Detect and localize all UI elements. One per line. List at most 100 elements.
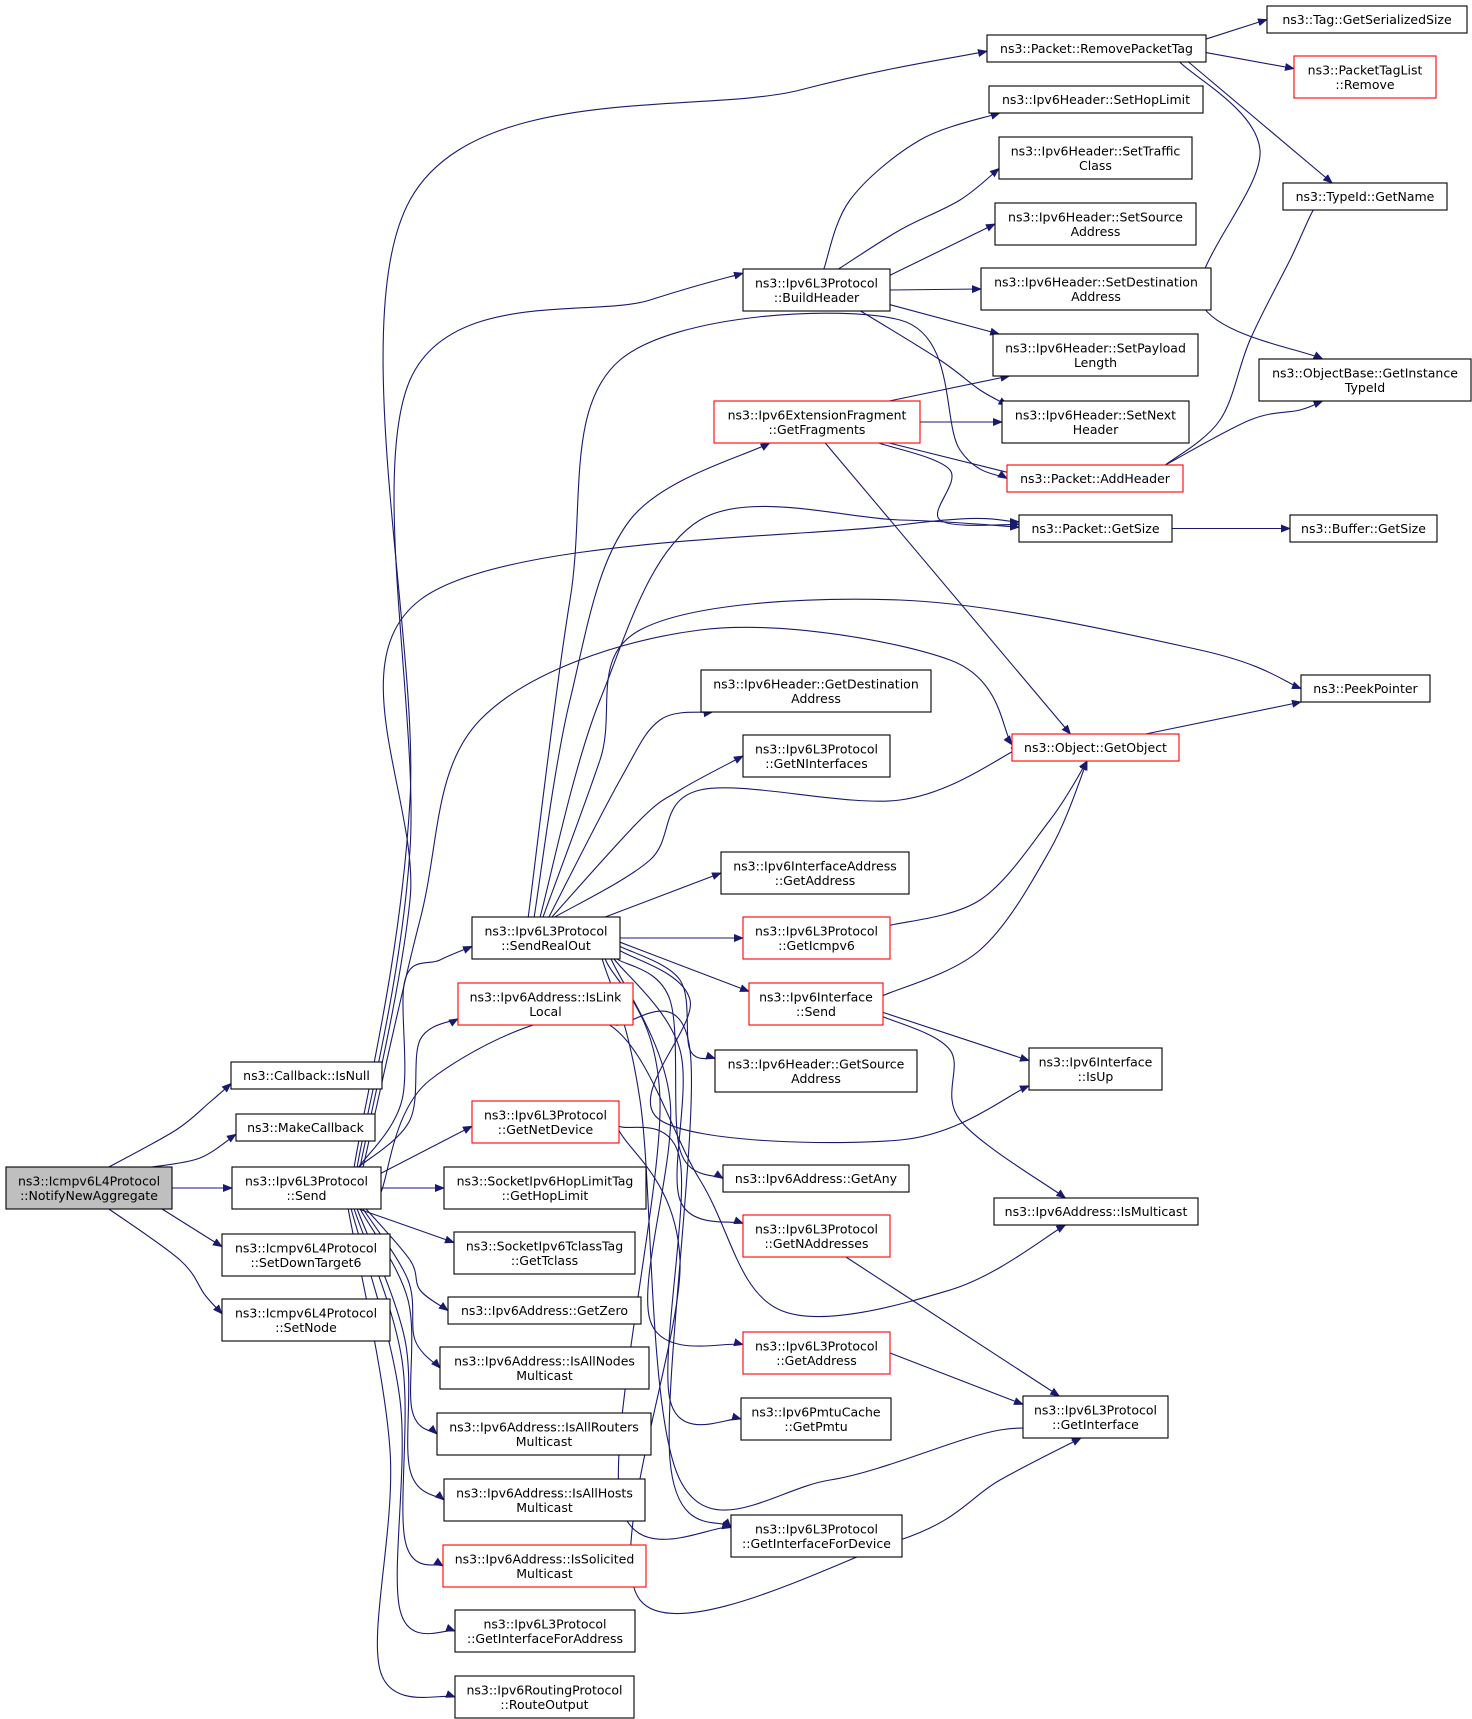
node-label-line: Multicast — [516, 1500, 573, 1515]
call-edge-sendreal-to-peek — [542, 598, 1302, 918]
call-edge-rmtag-to-typename — [1188, 61, 1333, 184]
node-box — [447, 1296, 642, 1325]
node-setnode[interactable]: ns3::Icmpv6L4Protocol::SetNode — [221, 1298, 391, 1342]
node-getzero[interactable]: ns3::Ipv6Address::GetZero — [447, 1296, 642, 1325]
node-root[interactable]: ns3::Icmpv6L4Protocol::NotifyNewAggregat… — [5, 1166, 173, 1210]
node-ifsend[interactable]: ns3::Ipv6Interface::Send — [748, 982, 884, 1026]
node-tclass[interactable]: ns3::SocketIpv6TclassTag::GetTclass — [453, 1231, 636, 1275]
node-label-line: TypeId — [1344, 380, 1385, 395]
call-edge-addhdr-to-insttype — [1165, 400, 1324, 466]
node-label-line: ::Send — [796, 1004, 836, 1019]
node-label-line: ns3::Callback::IsNull — [243, 1068, 370, 1083]
node-getfrag[interactable]: ns3::Ipv6ExtensionFragment::GetFragments — [713, 400, 921, 444]
node-box — [730, 1514, 903, 1558]
call-edge-ifsend-to-getobj — [882, 760, 1088, 997]
call-edge-rmtag-to-ptlremove — [1205, 52, 1295, 71]
node-rmtag[interactable]: ns3::Packet::RemovePacketTag — [986, 34, 1207, 63]
node-buildhdr[interactable]: ns3::Ipv6L3Protocol::BuildHeader — [742, 268, 891, 312]
node-box — [221, 1233, 391, 1277]
call-edge-l3send-to-tclass — [358, 1208, 455, 1244]
node-typename[interactable]: ns3::TypeId::GetName — [1282, 182, 1448, 211]
node-cb_isnull[interactable]: ns3::Callback::IsNull — [230, 1061, 383, 1090]
call-edge-l3send-to-pktsize — [359, 517, 1020, 1168]
node-label-line: ns3::SocketIpv6HopLimitTag — [457, 1173, 634, 1188]
node-getnif[interactable]: ns3::Ipv6L3Protocol::GetNInterfaces — [742, 734, 891, 778]
call-edge-sendreal-to-ifaddr — [605, 872, 722, 918]
call-edge-l3send-to-getobj — [362, 626, 1013, 1168]
node-ptlremove[interactable]: ns3::PacketTagList::Remove — [1293, 55, 1437, 99]
node-box — [442, 1544, 647, 1588]
node-label-line: ::RouteOutput — [500, 1697, 588, 1712]
node-label-line: ns3::Ipv6Address::GetAny — [735, 1171, 898, 1186]
node-ismc[interactable]: ns3::Ipv6Address::IsMulticast — [993, 1197, 1199, 1226]
node-box — [443, 1478, 646, 1522]
node-label-line: ns3::Icmpv6L4Protocol — [18, 1173, 160, 1188]
node-box — [740, 1397, 892, 1441]
node-tagsize[interactable]: ns3::Tag::GetSerializedSize — [1266, 5, 1468, 34]
call-edge-getfrag-to-getobj — [824, 442, 1072, 735]
node-peek[interactable]: ns3::PeekPointer — [1300, 674, 1431, 703]
node-label-line: ::GetNetDevice — [498, 1122, 594, 1137]
node-label-line: Header — [1073, 422, 1119, 437]
node-getobj[interactable]: ns3::Object::GetObject — [1011, 733, 1180, 762]
call-edge-islink-to-iffordev — [615, 1010, 732, 1529]
node-addhdr[interactable]: ns3::Packet::AddHeader — [1006, 464, 1184, 493]
node-box — [457, 982, 634, 1026]
node-box — [443, 1166, 647, 1210]
node-setdown[interactable]: ns3::Icmpv6L4Protocol::SetDownTarget6 — [221, 1233, 391, 1277]
node-iffordev[interactable]: ns3::Ipv6L3Protocol::GetInterfaceForDevi… — [730, 1514, 903, 1558]
node-getaddr[interactable]: ns3::Ipv6L3Protocol::GetAddress — [742, 1331, 891, 1375]
node-getnetdev[interactable]: ns3::Ipv6L3Protocol::GetNetDevice — [471, 1100, 620, 1144]
node-ifaddr[interactable]: ns3::Ipv6InterfaceAddress::GetAddress — [720, 851, 910, 895]
node-l3send[interactable]: ns3::Ipv6L3Protocol::Send — [231, 1166, 382, 1210]
node-pmtu[interactable]: ns3::Ipv6PmtuCache::GetPmtu — [740, 1397, 892, 1441]
node-geticmp[interactable]: ns3::Ipv6L3Protocol::GetIcmpv6 — [742, 916, 891, 960]
node-sethop[interactable]: ns3::Ipv6Header::SetHopLimit — [988, 85, 1204, 114]
call-edge-getobj-to-peek — [1145, 699, 1302, 735]
node-box — [235, 1113, 376, 1142]
node-routeout[interactable]: ns3::Ipv6RoutingProtocol::RouteOutput — [454, 1675, 635, 1719]
call-edge-getnaddr-to-getif — [845, 1256, 1061, 1397]
node-bufsize[interactable]: ns3::Buffer::GetSize — [1289, 514, 1438, 543]
node-label-line: ns3::Ipv6Interface — [1039, 1054, 1153, 1069]
node-label-line: ns3::Ipv6Header::SetHopLimit — [1002, 92, 1190, 107]
node-label-line: ns3::Packet::RemovePacketTag — [1000, 41, 1193, 56]
node-label-line: ns3::TypeId::GetName — [1296, 189, 1435, 204]
node-box — [1266, 5, 1468, 34]
node-getnaddr[interactable]: ns3::Ipv6L3Protocol::GetNAddresses — [742, 1214, 891, 1258]
node-makecb[interactable]: ns3::MakeCallback — [235, 1113, 376, 1142]
call-edge-l3send-to-islink — [358, 1018, 459, 1168]
call-edge-root-to-makecb — [151, 1133, 237, 1168]
node-box — [1300, 674, 1431, 703]
node-ifforaddr[interactable]: ns3::Ipv6L3Protocol::GetInterfaceForAddr… — [454, 1609, 636, 1653]
node-getany[interactable]: ns3::Ipv6Address::GetAny — [722, 1164, 910, 1193]
node-label-line: ::IsUp — [1078, 1069, 1114, 1084]
node-getif[interactable]: ns3::Ipv6L3Protocol::GetInterface — [1022, 1395, 1169, 1439]
node-isup[interactable]: ns3::Ipv6Interface::IsUp — [1028, 1047, 1163, 1091]
node-label-line: ns3::Icmpv6L4Protocol — [235, 1240, 377, 1255]
node-label-line: ns3::Ipv6L3Protocol — [755, 1338, 878, 1353]
node-label-line: ns3::SocketIpv6TclassTag — [466, 1238, 623, 1253]
node-box — [700, 669, 932, 713]
node-pktsize[interactable]: ns3::Packet::GetSize — [1018, 514, 1173, 543]
node-box — [454, 1609, 636, 1653]
node-label-line: ns3::Ipv6L3Protocol — [755, 1221, 878, 1236]
node-sendreal[interactable]: ns3::Ipv6L3Protocol::SendRealOut — [471, 916, 621, 960]
call-edge-l3send-to-getzero — [365, 1208, 449, 1312]
node-label-line: ::SetNode — [275, 1320, 337, 1335]
node-label-line: ns3::Ipv6L3Protocol — [484, 923, 607, 938]
node-hoplimit[interactable]: ns3::SocketIpv6HopLimitTag::GetHopLimit — [443, 1166, 647, 1210]
